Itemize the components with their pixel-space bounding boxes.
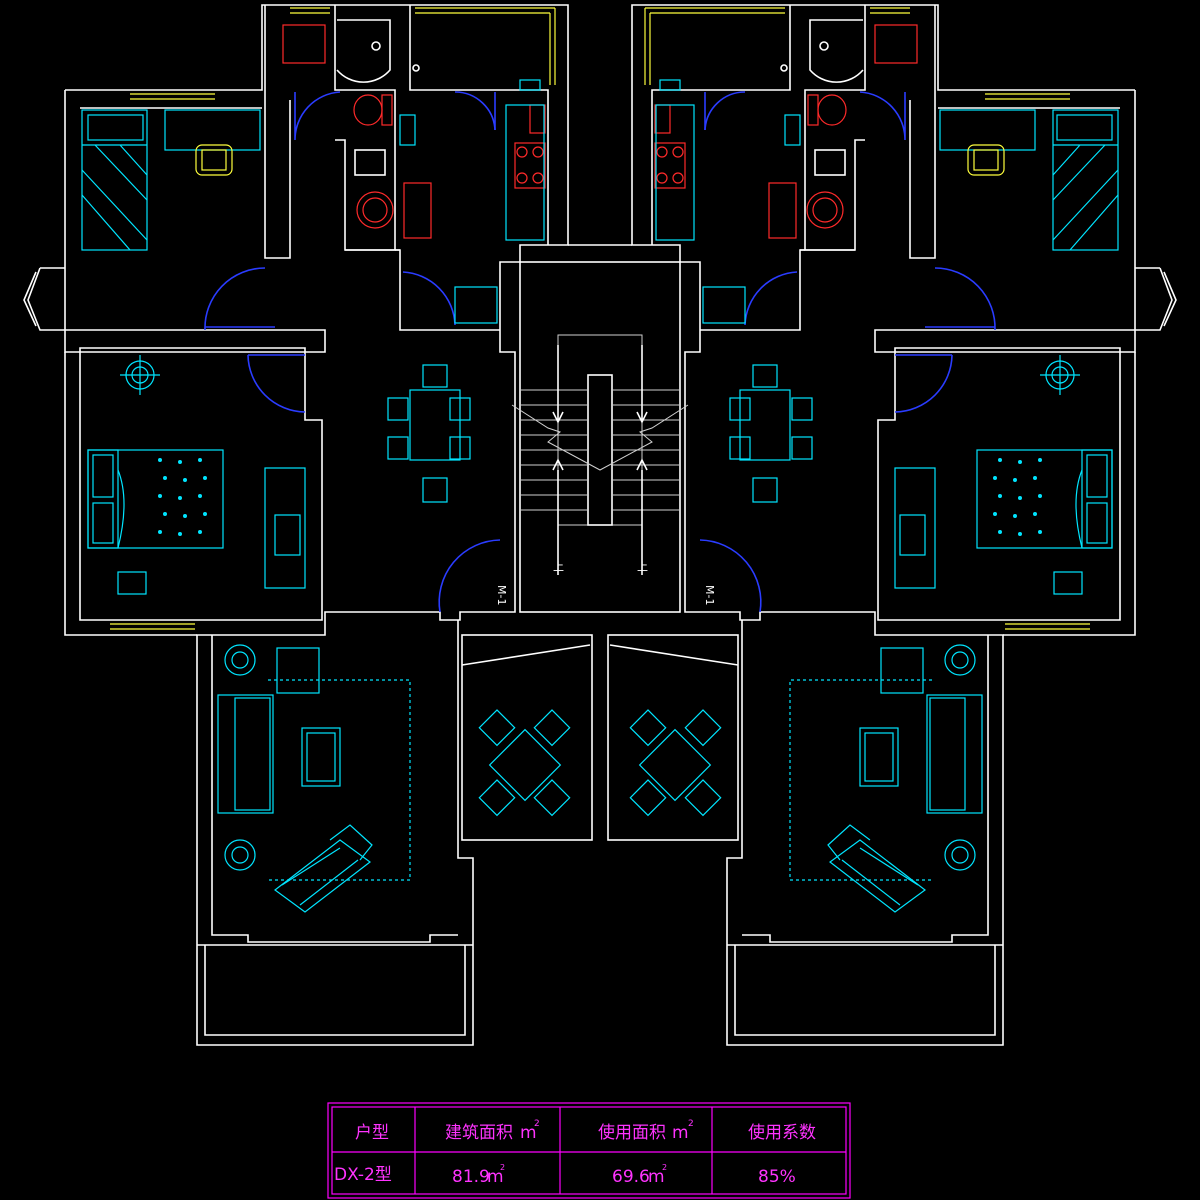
table-cell-type: DX-2型 — [334, 1165, 392, 1185]
door-label-right: M-1 — [703, 585, 716, 605]
table-header-build-unit: m — [520, 1123, 537, 1143]
table-cell-build-unit-exp: 2 — [500, 1163, 505, 1172]
table-header-build-area: 建筑面积 — [445, 1123, 513, 1143]
table-cell-use-unit: m — [648, 1167, 665, 1187]
table-cell-use-unit-exp: 2 — [662, 1163, 667, 1172]
table-header-coefficient: 使用系数 — [748, 1122, 816, 1143]
table-header-use-area: 使用面积 — [598, 1122, 666, 1143]
area-table: 户型 建筑面积 m 2 使用面积 m 2 使用系数 DX-2型 81.9 m 2… — [327, 1102, 851, 1199]
table-header-use-unit: m — [672, 1123, 689, 1143]
table-cell-build-unit: m — [487, 1167, 504, 1187]
table-cell-coefficient: 85% — [758, 1167, 796, 1187]
table-header-build-unit-exp: 2 — [534, 1119, 540, 1129]
left-unit — [23, 4, 593, 1046]
table-header-type: 户型 — [355, 1123, 389, 1143]
stair-up-label-left: 上 — [553, 560, 564, 573]
stair-up-label-right: 上 — [637, 560, 648, 573]
table-cell-build-area: 81.9 — [452, 1167, 490, 1187]
door-label-left: M-1 — [495, 585, 508, 605]
staircase — [511, 244, 689, 613]
bed-dots-left — [158, 458, 207, 536]
table-cell-use-area: 69.6 — [612, 1167, 650, 1187]
right-unit — [607, 4, 1177, 1046]
table-header-use-unit-exp: 2 — [688, 1119, 694, 1129]
